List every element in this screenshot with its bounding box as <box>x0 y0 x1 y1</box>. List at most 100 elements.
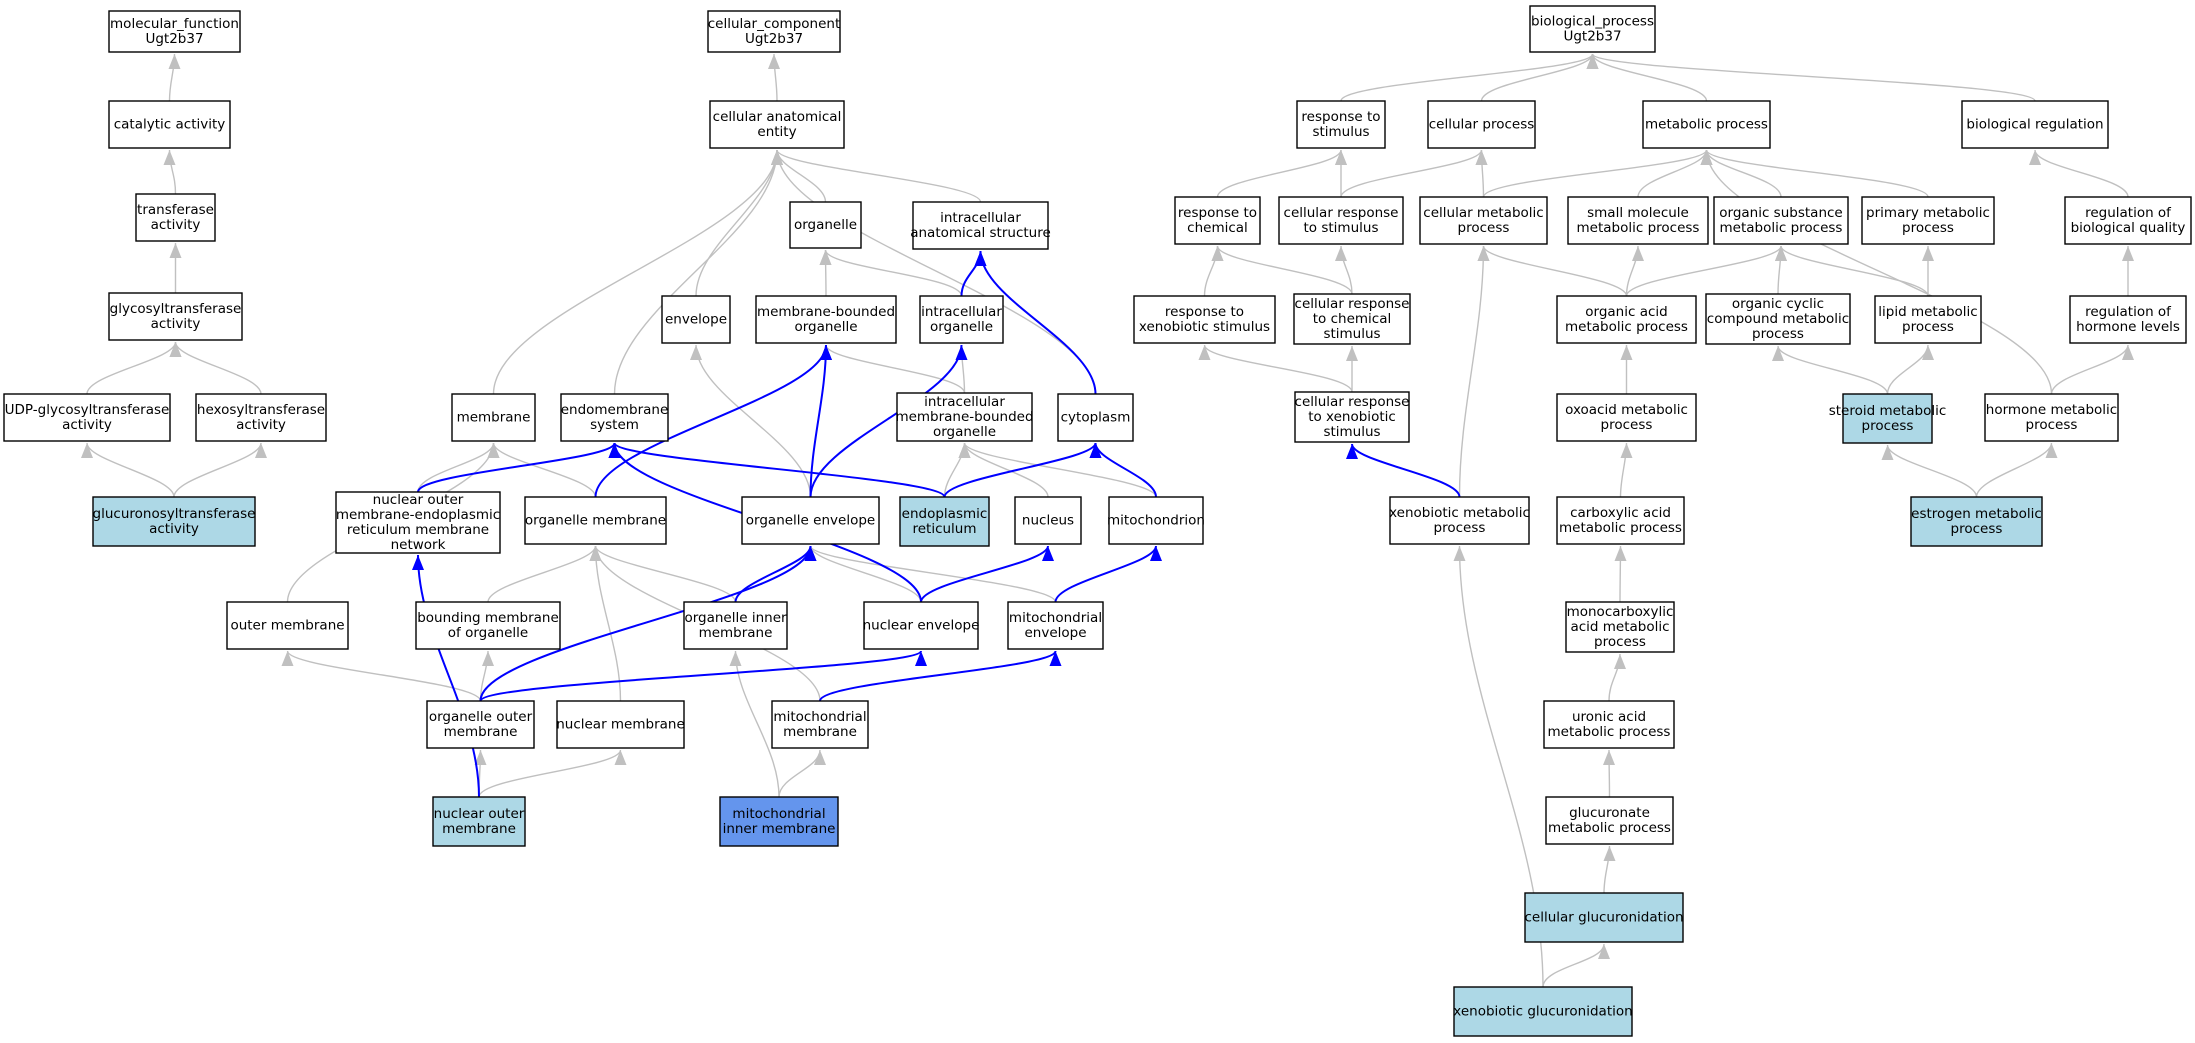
edges-layer <box>81 53 2134 988</box>
node-label-line: organelle inner <box>684 610 787 626</box>
node-label-line: envelope <box>665 312 727 328</box>
node-label-line: membrane <box>444 724 518 740</box>
node-envelope[interactable]: envelope <box>661 295 731 344</box>
node-nucleus[interactable]: nucleus <box>1014 496 1082 545</box>
edge-glucuronosyl-to-hexosyl <box>173 442 267 498</box>
node-xeno-gluc[interactable]: xenobiotic glucuronidation <box>1453 986 1633 1037</box>
node-nomer[interactable]: nuclear outermembrane-endoplasmicreticul… <box>335 491 501 554</box>
node-met-proc[interactable]: metabolic process <box>1642 100 1771 149</box>
edge-envelope-to-cae <box>695 149 783 297</box>
node-label-line: cellular_component <box>708 16 840 32</box>
node-cell-proc[interactable]: cellular process <box>1427 100 1536 149</box>
node-label-line: mitochondrial <box>773 709 866 725</box>
edge-nom-to-nomer <box>412 554 480 798</box>
node-label-line: small molecule <box>1587 205 1689 221</box>
node-label-line: glucuronate <box>1569 805 1650 821</box>
node-nuclear-envelope[interactable]: nuclear envelope <box>863 601 980 650</box>
node-label-line: stimulus <box>1323 326 1380 342</box>
node-organelle-membrane[interactable]: organelle membrane <box>524 496 667 545</box>
node-label-line: carboxylic acid <box>1570 505 1671 521</box>
node-mitochondrion[interactable]: mitochondrion <box>1107 496 1205 545</box>
node-box <box>2069 295 2187 344</box>
node-box <box>707 10 841 53</box>
node-label-line: process <box>1594 634 1646 650</box>
edge-steroid-to-lipid_met <box>1886 344 1934 395</box>
node-box <box>1642 100 1771 149</box>
node-box <box>226 601 349 650</box>
node-outer-membrane[interactable]: outer membrane <box>226 601 349 650</box>
node-membrane[interactable]: membrane <box>451 393 536 442</box>
node-label-line: regulation of <box>2085 304 2172 320</box>
node-nuclear-membrane[interactable]: nuclear membrane <box>556 700 685 749</box>
node-organelle-envelope[interactable]: organelle envelope <box>741 496 880 545</box>
edge-imbo-to-io <box>955 344 968 394</box>
node-label-line: reticulum membrane <box>347 522 489 538</box>
node-cell-gluc[interactable]: cellular glucuronidation <box>1524 892 1684 943</box>
node-label-line: endomembrane <box>561 402 669 418</box>
node-label-line: cellular response <box>1295 296 1410 312</box>
edge-glucuronosyl-to-udp_glycosyl <box>81 442 175 498</box>
node-organelle[interactable]: organelle <box>789 201 862 249</box>
node-cytoplasm[interactable]: cytoplasm <box>1057 393 1134 442</box>
node-catalytic[interactable]: catalytic activity <box>108 100 231 149</box>
node-label-line: bounding membrane <box>417 610 559 626</box>
edge-cell_resp_xeno-to-resp_xeno <box>1198 344 1353 393</box>
node-label-line: reticulum <box>912 521 976 537</box>
node-label-line: of organelle <box>448 625 528 641</box>
node-bio-reg[interactable]: biological regulation <box>1961 100 2109 149</box>
node-label-line: organelle <box>933 424 996 440</box>
node-label-line: cellular anatomical <box>713 109 842 125</box>
edge-cell_met-to-met_proc <box>1482 149 1713 198</box>
node-box <box>863 601 979 650</box>
edge-cell_resp_stim-to-cell_proc <box>1340 149 1488 198</box>
node-box <box>1174 196 1261 245</box>
node-label-line: organelle <box>794 217 857 233</box>
